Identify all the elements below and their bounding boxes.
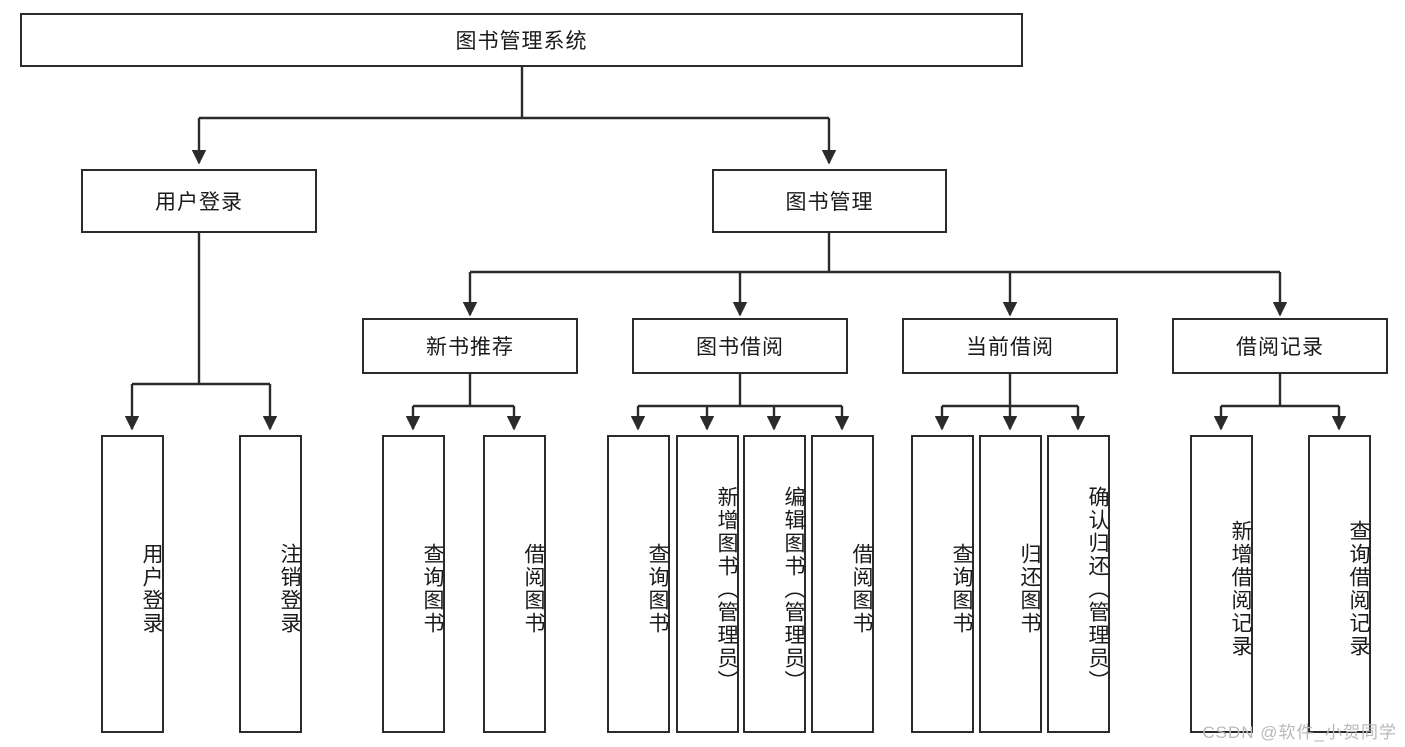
node-leaf-query-record-label: 查询借阅记录 [1347,520,1370,658]
node-leaf-return-book[interactable]: 归还图书 [979,435,1042,733]
node-leaf-add-book[interactable]: 新增图书（管理员） [676,435,739,733]
node-borrow-record-label: 借阅记录 [1236,336,1324,359]
node-book-borrow[interactable]: 图书借阅 [632,318,848,374]
node-leaf-user-logout[interactable]: 注销登录 [239,435,302,733]
node-leaf-query-book-3[interactable]: 查询图书 [911,435,974,733]
node-leaf-user-login[interactable]: 用户登录 [101,435,164,733]
node-leaf-query-book-2[interactable]: 查询图书 [607,435,670,733]
node-leaf-query-book-1-label: 查询图书 [421,543,444,635]
node-leaf-confirm-return-label: 确认归还（管理员） [1086,485,1109,693]
node-book-manage-label: 图书管理 [785,191,874,214]
node-leaf-user-login-label: 用户登录 [140,543,163,635]
node-user-login-label: 用户登录 [155,191,243,214]
node-leaf-borrow-book-2-label: 借阅图书 [850,543,873,635]
node-leaf-confirm-return[interactable]: 确认归还（管理员） [1047,435,1110,733]
node-current-borrow[interactable]: 当前借阅 [902,318,1118,374]
node-book-borrow-label: 图书借阅 [696,336,784,359]
node-leaf-add-book-label: 新增图书（管理员） [715,485,738,693]
node-leaf-edit-book[interactable]: 编辑图书（管理员） [743,435,806,733]
node-leaf-query-book-1[interactable]: 查询图书 [382,435,445,733]
node-leaf-edit-book-label: 编辑图书（管理员） [782,485,805,693]
node-leaf-query-book-2-label: 查询图书 [646,543,669,635]
node-leaf-borrow-book-2[interactable]: 借阅图书 [811,435,874,733]
node-leaf-add-record[interactable]: 新增借阅记录 [1190,435,1253,733]
node-book-manage[interactable]: 图书管理 [712,169,947,233]
node-leaf-user-logout-label: 注销登录 [278,543,301,635]
node-leaf-query-record[interactable]: 查询借阅记录 [1308,435,1371,733]
node-new-book-rec[interactable]: 新书推荐 [362,318,578,374]
node-leaf-borrow-book-1[interactable]: 借阅图书 [483,435,546,733]
node-leaf-borrow-book-1-label: 借阅图书 [522,543,545,635]
node-leaf-add-record-label: 新增借阅记录 [1229,520,1252,658]
node-user-login[interactable]: 用户登录 [81,169,317,233]
node-root-label: 图书管理系统 [455,30,588,53]
node-current-borrow-label: 当前借阅 [966,336,1054,359]
node-leaf-return-book-label: 归还图书 [1018,543,1041,635]
node-new-book-rec-label: 新书推荐 [426,336,514,359]
node-root[interactable]: 图书管理系统 [20,13,1023,67]
node-leaf-query-book-3-label: 查询图书 [950,543,973,635]
node-borrow-record[interactable]: 借阅记录 [1172,318,1388,374]
watermark: CSDN @软件_小贺同学 [1202,723,1397,742]
